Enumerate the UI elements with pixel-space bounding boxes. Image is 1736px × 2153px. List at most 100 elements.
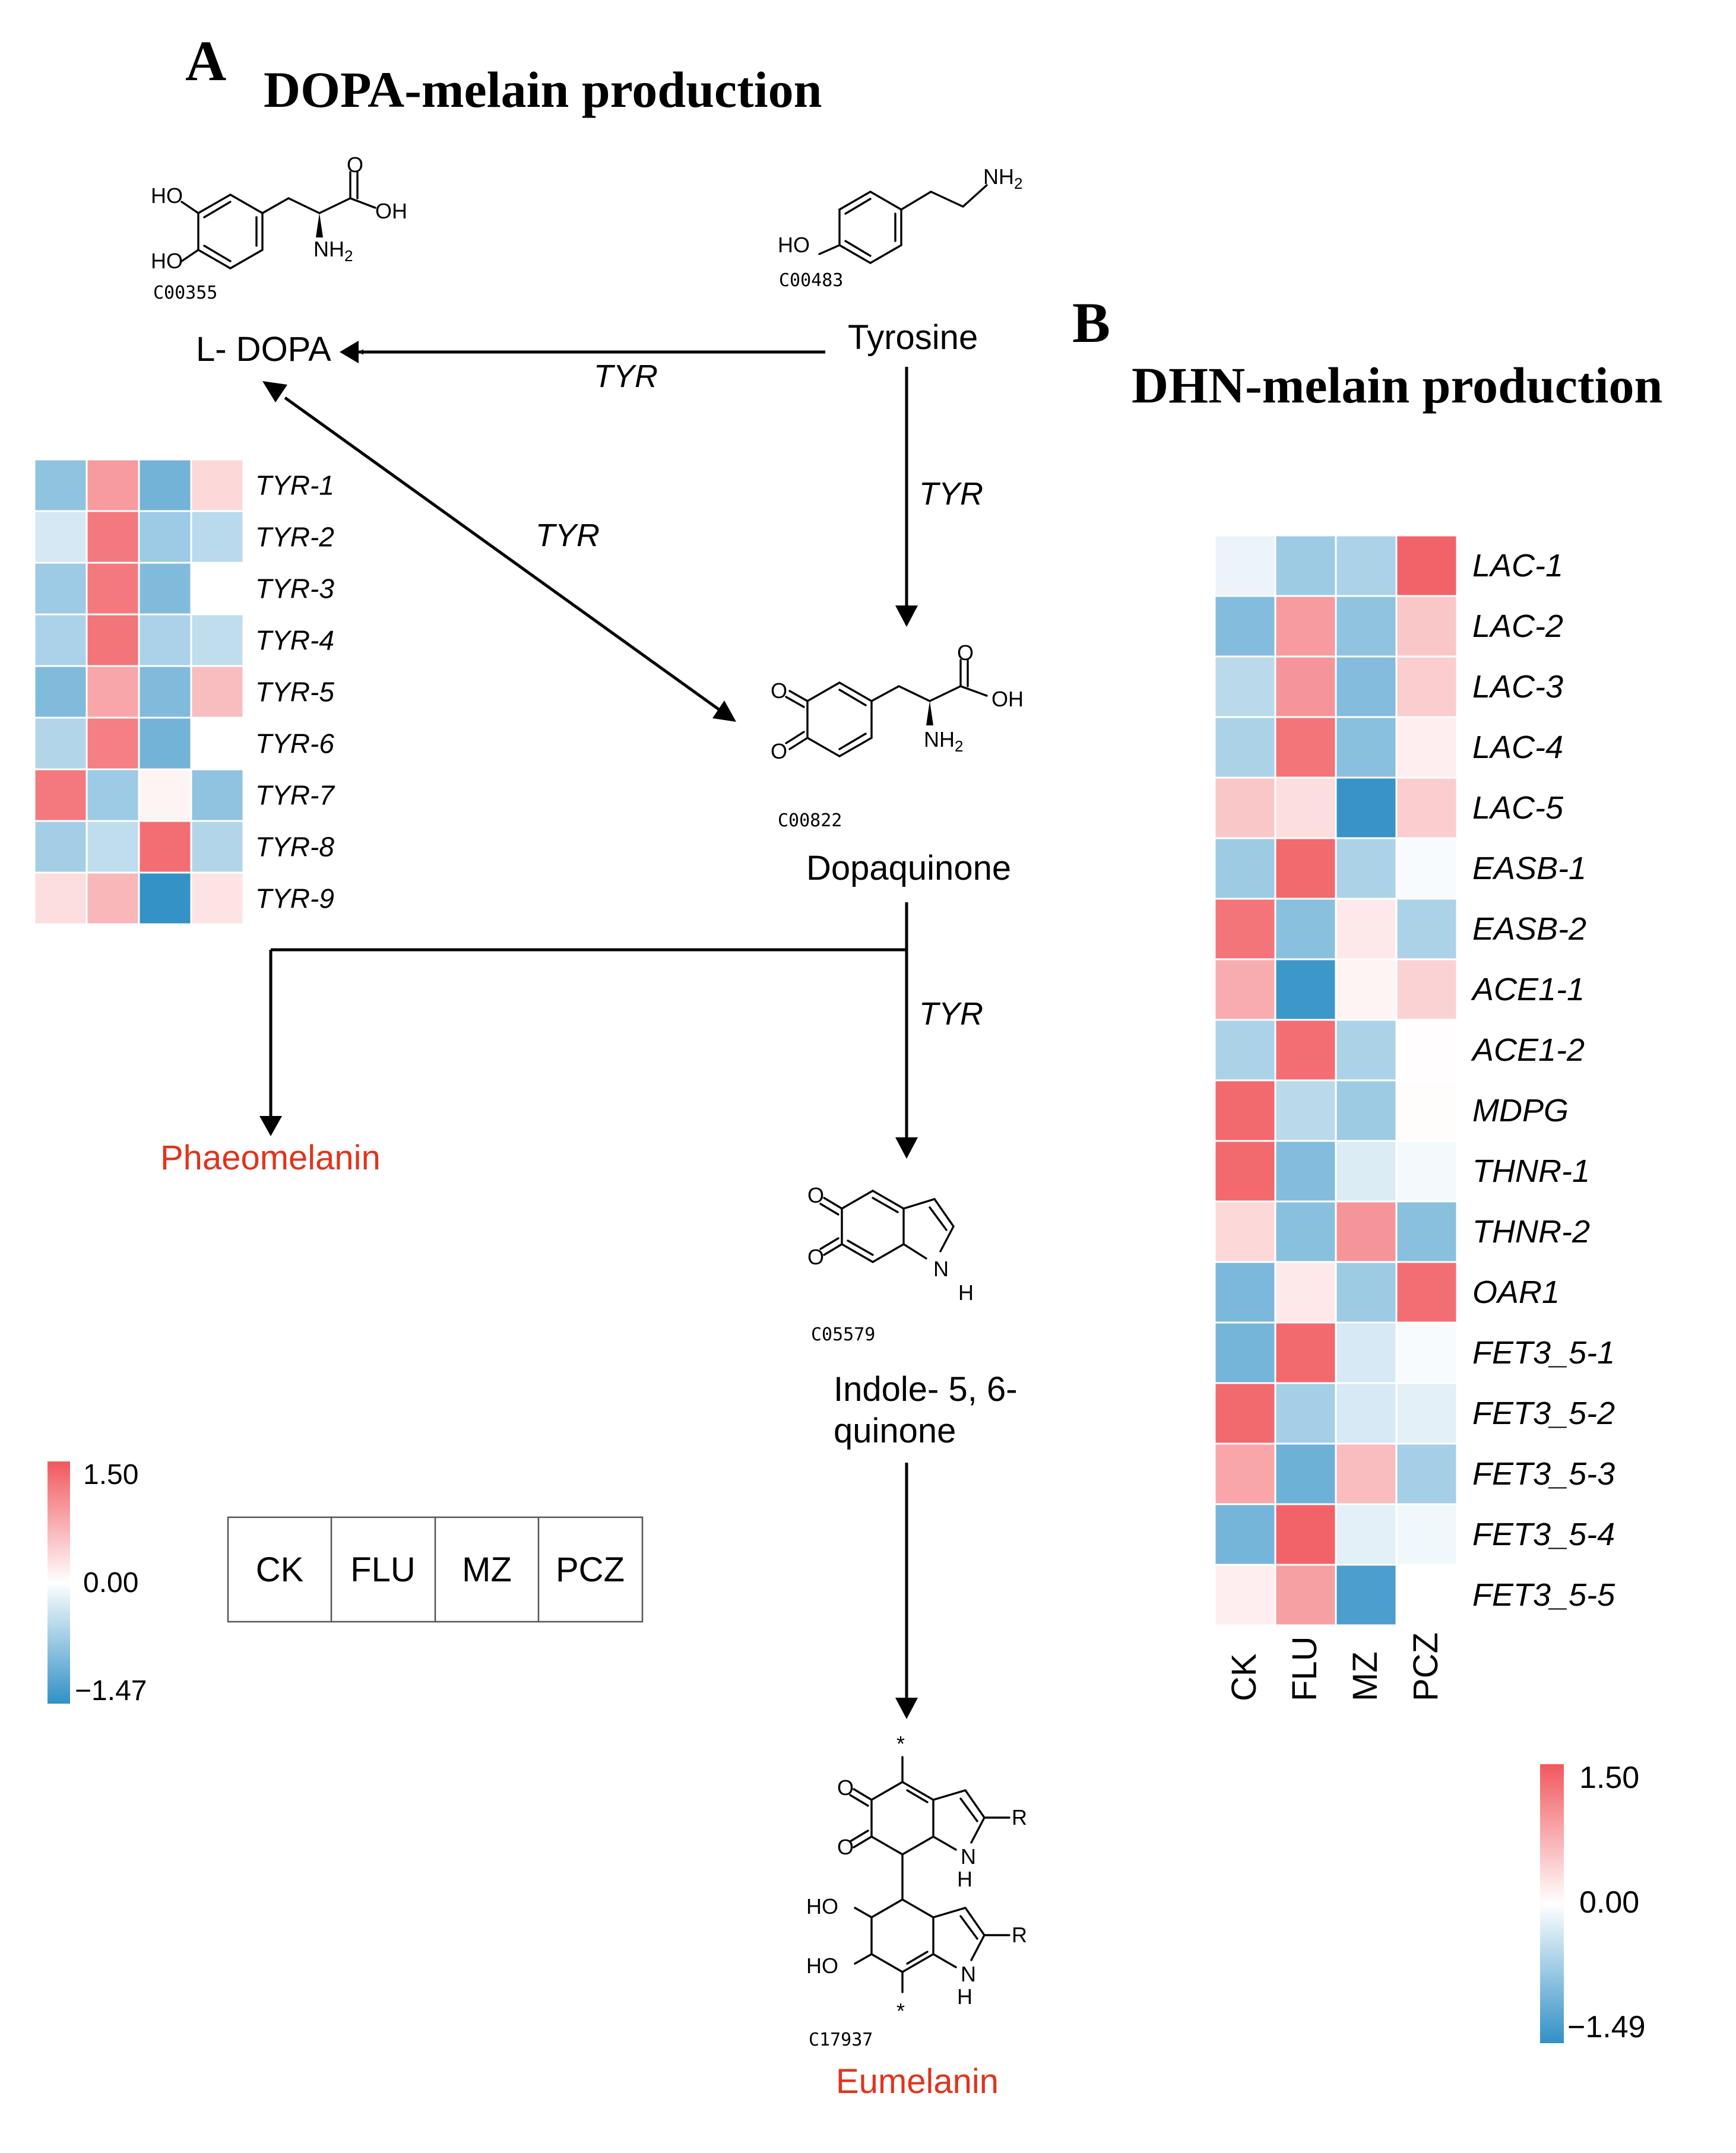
- tyr-cell-tyr-3-2: [138, 562, 192, 616]
- tyr-cell-tyr-7-2: [138, 768, 192, 822]
- tyr-cell-tyr-3-1: [85, 562, 140, 616]
- indole-kegg-id: C05579: [811, 1324, 875, 1345]
- tyr-gene-label-tyr-4: TYR-4: [255, 625, 334, 656]
- dhn-cell-mdpg-3: [1395, 1079, 1458, 1142]
- svg-text:HO: HO: [806, 1954, 838, 1978]
- tyr-heatmap: [33, 458, 245, 925]
- dhn-cell-easb-2-3: [1395, 898, 1458, 960]
- dhn-condition-label-ck: CK: [1225, 1653, 1263, 1701]
- dhn-cell-ace1-1-1: [1274, 958, 1337, 1021]
- dhn-cell-fet3_5-1-1: [1274, 1321, 1337, 1384]
- dhn-cell-easb-2-0: [1214, 898, 1276, 960]
- svg-text:NH2: NH2: [313, 237, 353, 265]
- dhn-cell-lac-3-0: [1214, 655, 1276, 718]
- dhn-cell-lac-1-2: [1335, 534, 1398, 597]
- tyr-cell-tyr-7-1: [85, 768, 140, 822]
- dhn-cell-oar1-2: [1335, 1261, 1398, 1324]
- svg-text:O: O: [957, 640, 974, 665]
- tyr-cell-tyr-2-0: [33, 510, 88, 564]
- tyr-cell-tyr-2-1: [85, 510, 140, 564]
- dhn-cell-lac-4-2: [1335, 716, 1398, 779]
- tyr-cell-tyr-3-3: [190, 562, 245, 616]
- dhn-cell-thnr-2-0: [1214, 1200, 1276, 1263]
- legend-b-max: 1.50: [1579, 1761, 1639, 1795]
- dhn-gene-label-easb-1: EASB-1: [1472, 851, 1586, 886]
- svg-text:HO: HO: [778, 233, 810, 257]
- svg-text:O: O: [807, 1183, 824, 1207]
- dhn-cell-fet3_5-4-3: [1395, 1503, 1458, 1566]
- dhn-gene-label-oar1: OAR1: [1472, 1274, 1560, 1310]
- dhn-gene-label-lac-2: LAC-2: [1472, 608, 1563, 644]
- dhn-cell-thnr-2-1: [1274, 1200, 1337, 1263]
- dhn-cell-thnr-2-3: [1395, 1200, 1458, 1263]
- tyr-cell-tyr-8-3: [190, 820, 245, 874]
- dhn-gene-label-fet3_5-5: FET3_5-5: [1472, 1577, 1615, 1613]
- dhn-cell-thnr-2-2: [1335, 1200, 1398, 1263]
- dhn-gene-label-lac-4: LAC-4: [1472, 730, 1563, 765]
- dopaquinone-kegg-id: C00822: [778, 810, 842, 831]
- tyr-cell-tyr-5-3: [190, 665, 245, 719]
- eumelanin-structure: * R O O N H R HO HO N H * C: [806, 1732, 1027, 2050]
- tyrosine-kegg-id: C00483: [779, 270, 843, 291]
- dhn-cell-lac-1-3: [1395, 534, 1458, 597]
- dhn-cell-ace1-2-3: [1395, 1019, 1458, 1082]
- tyr-cell-tyr-8-1: [85, 820, 140, 874]
- dhn-cell-lac-5-2: [1335, 776, 1398, 839]
- color-legend-b-bar: [1540, 1764, 1564, 2043]
- svg-text:R: R: [1012, 1805, 1027, 1829]
- dhn-gene-label-lac-3: LAC-3: [1472, 669, 1563, 705]
- tyr-label-diagonal: TYR: [536, 518, 600, 553]
- dhn-cell-oar1-0: [1214, 1261, 1276, 1324]
- tyrosine-structure: HO NH2 C00483: [778, 164, 1022, 291]
- svg-text:O: O: [771, 739, 787, 763]
- dhn-cell-oar1-3: [1395, 1261, 1458, 1324]
- tyr-cell-tyr-4-3: [190, 613, 245, 667]
- indole-quinone-structure: O O N H C05579: [807, 1183, 974, 1345]
- dhn-cell-lac-2-3: [1395, 595, 1458, 658]
- svg-text:N: N: [961, 1962, 976, 1986]
- dhn-cell-lac-2-1: [1274, 595, 1337, 658]
- dhn-cell-thnr-1-2: [1335, 1140, 1398, 1203]
- dhn-gene-label-fet3_5-2: FET3_5-2: [1472, 1396, 1615, 1431]
- dhn-cell-ace1-2-1: [1274, 1019, 1337, 1082]
- dhn-cell-fet3_5-5-0: [1214, 1564, 1276, 1626]
- tyrosine-label: Tyrosine: [848, 318, 978, 357]
- tyr-cell-tyr-6-3: [190, 716, 245, 770]
- arrow-ldopa-dopaquinone: [284, 396, 721, 712]
- dhn-cell-oar1-1: [1274, 1261, 1337, 1324]
- dhn-gene-label-fet3_5-1: FET3_5-1: [1472, 1335, 1615, 1371]
- tyr-cell-tyr-6-1: [85, 716, 140, 770]
- dhn-cell-ace1-1-3: [1395, 958, 1458, 1021]
- dhn-cell-fet3_5-4-1: [1274, 1503, 1337, 1566]
- tyr-heatmap-gene-labels: TYR-1TYR-2TYR-3TYR-4TYR-5TYR-6TYR-7TYR-8…: [255, 470, 335, 914]
- dhn-gene-label-thnr-1: THNR-1: [1472, 1153, 1590, 1189]
- tyr-cell-tyr-1-2: [138, 458, 192, 512]
- dhn-cell-easb-2-2: [1335, 898, 1398, 960]
- tyr-cell-tyr-1-3: [190, 458, 245, 512]
- dhn-gene-label-thnr-2: THNR-2: [1472, 1214, 1590, 1250]
- tyr-cell-tyr-9-2: [138, 871, 192, 925]
- dhn-cell-lac-5-3: [1395, 776, 1458, 839]
- tyr-gene-label-tyr-7: TYR-7: [255, 780, 335, 811]
- dhn-heatmap: [1214, 534, 1458, 1626]
- legend-b-mid: 0.00: [1579, 1885, 1639, 1920]
- tyr-cell-tyr-3-0: [33, 562, 88, 616]
- svg-text:O: O: [837, 1835, 854, 1859]
- dhn-cell-fet3_5-2-3: [1395, 1382, 1458, 1445]
- dhn-cell-fet3_5-4-2: [1335, 1503, 1398, 1566]
- tyr-cell-tyr-8-2: [138, 820, 192, 874]
- dhn-condition-label-pcz: PCZ: [1406, 1632, 1445, 1701]
- dhn-cell-lac-4-0: [1214, 716, 1276, 779]
- svg-text:OH: OH: [991, 687, 1024, 711]
- panel-b-letter: B: [1072, 291, 1110, 354]
- svg-text:HO: HO: [151, 183, 183, 208]
- svg-text:O: O: [837, 1775, 854, 1800]
- dhn-cell-thnr-1-1: [1274, 1140, 1337, 1203]
- condition-box: CK FLU MZ PCZ: [227, 1516, 644, 1623]
- tyr-gene-label-tyr-2: TYR-2: [255, 522, 334, 553]
- dhn-cell-easb-1-1: [1274, 837, 1337, 900]
- dhn-gene-label-fet3_5-3: FET3_5-3: [1472, 1456, 1615, 1492]
- svg-text:H: H: [957, 1984, 972, 2009]
- l-dopa-label: L- DOPA: [196, 330, 331, 369]
